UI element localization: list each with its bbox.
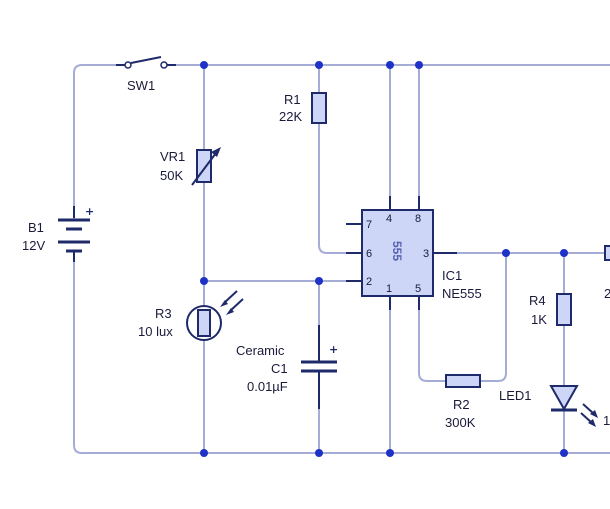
sw1-label: SW1 [127, 78, 155, 93]
junction-node [315, 277, 323, 285]
ic-pin7-number: 7 [366, 219, 372, 231]
led1-emit-arrowhead-2 [588, 419, 596, 427]
b1-plus-sign: + [85, 205, 94, 218]
r3-value: 10 lux [138, 324, 173, 339]
r4-label: R4 [529, 293, 546, 308]
junction-node [200, 277, 208, 285]
r2-body [445, 374, 481, 388]
junction-nodes [200, 61, 568, 457]
r3-light-arrow-1 [223, 290, 238, 304]
offscreen-label-top: 2 [604, 286, 610, 301]
junction-node [200, 61, 208, 69]
r2-value: 300K [445, 415, 476, 430]
r3-light-arrowhead-1 [220, 300, 228, 307]
b1-value: 12V [22, 238, 45, 253]
ic-pin6-number: 6 [366, 248, 372, 260]
junction-node [315, 449, 323, 457]
wire-pin5-to-r2 [418, 309, 447, 382]
junction-node [386, 61, 394, 69]
sw1-contact-left [124, 61, 132, 69]
capacitor-c1: + Ceramic C1 0.01µF [236, 325, 338, 409]
led-led1: LED1 [499, 385, 598, 427]
junction-node [560, 449, 568, 457]
vr1-label: VR1 [160, 149, 185, 164]
switch-sw1: SW1 [116, 56, 176, 93]
junction-node [386, 449, 394, 457]
wires [73, 64, 610, 454]
led1-emit-arrowhead-1 [590, 410, 598, 418]
junction-node [502, 249, 510, 257]
wire-top-left [73, 64, 83, 219]
resistor-r4: R4 1K [529, 293, 572, 327]
ic-pin5-number: 5 [415, 283, 421, 295]
r3-label: R3 [155, 306, 172, 321]
r3-body [197, 309, 211, 337]
photoresistor-r3: R3 10 lux [138, 290, 244, 341]
sw1-contact-right [160, 61, 168, 69]
ic-chip-marking: 555 [390, 241, 404, 261]
junction-node [315, 61, 323, 69]
vr1-arrow-shaft [191, 152, 217, 186]
c1-type: Ceramic [236, 343, 285, 358]
led1-label: LED1 [499, 388, 532, 403]
ic-body [361, 209, 434, 297]
c1-plus-sign: + [329, 343, 338, 356]
r1-label: R1 [284, 92, 301, 107]
ic1-label: IC1 [442, 268, 462, 283]
resistor-r2: R2 300K [445, 374, 481, 430]
sw1-lever [130, 56, 162, 64]
ic-555: 7 6 2 3 4 8 1 5 555 IC1 NE555 [346, 196, 482, 310]
wire-bottom-left [73, 444, 83, 454]
ic1-value: NE555 [442, 286, 482, 301]
r4-body [556, 293, 572, 326]
c1-value: 0.01µF [247, 379, 288, 394]
ic-pin1-number: 1 [386, 283, 392, 295]
b1-label: B1 [28, 220, 44, 235]
r1-value: 22K [279, 109, 302, 124]
r3-light-arrow-2 [229, 298, 244, 312]
offscreen-label-bottom: 1 [603, 413, 610, 428]
ic-pin3-number: 3 [423, 248, 429, 260]
junction-node [200, 449, 208, 457]
battery-b1: + B1 12V [22, 205, 94, 262]
ic-pin4-number: 4 [386, 213, 392, 225]
potentiometer-vr1: VR1 50K [160, 147, 221, 186]
offscreen-component-body [604, 245, 610, 261]
vr1-arrow-head [211, 147, 221, 157]
resistor-r1: R1 22K [279, 92, 327, 124]
junction-node [560, 249, 568, 257]
wire-r2-to-output [479, 252, 507, 382]
ic-pin2-number: 2 [366, 276, 372, 288]
offscreen-component: 2 1 [603, 245, 610, 428]
r3-light-arrowhead-2 [226, 308, 234, 315]
wire-r1-to-pin6 [318, 121, 347, 254]
ic-pin8-number: 8 [415, 213, 421, 225]
r4-value: 1K [531, 312, 547, 327]
led1-body [549, 385, 579, 412]
c1-label: C1 [271, 361, 288, 376]
r1-body [311, 92, 327, 124]
junction-node [415, 61, 423, 69]
r2-label: R2 [453, 397, 470, 412]
vr1-value: 50K [160, 168, 183, 183]
